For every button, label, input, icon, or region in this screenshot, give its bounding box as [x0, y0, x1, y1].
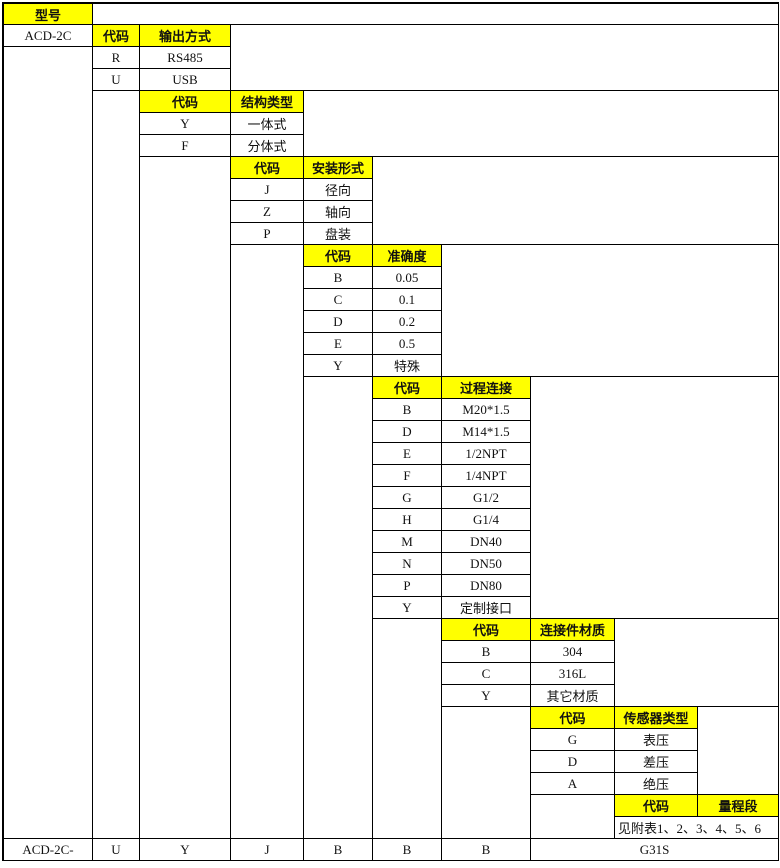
- section-header: 准确度: [372, 244, 442, 267]
- option-name: 其它材质: [530, 684, 615, 707]
- empty-cell: [139, 156, 231, 839]
- option-name: 特殊: [372, 354, 442, 377]
- section-header: 传感器类型: [614, 706, 698, 729]
- code-header: 代码: [614, 794, 698, 817]
- option-code: R: [92, 46, 140, 69]
- option-name: 316L: [530, 662, 615, 685]
- section-header: 安装形式: [303, 156, 373, 179]
- option-name: M14*1.5: [441, 420, 531, 443]
- option-name: 表压: [614, 728, 698, 751]
- option-name: 一体式: [230, 112, 304, 135]
- order-suffix: G31S: [530, 838, 779, 861]
- option-name: M20*1.5: [441, 398, 531, 421]
- option-name: DN80: [441, 574, 531, 597]
- option-name: DN50: [441, 552, 531, 575]
- section-header: 输出方式: [139, 24, 231, 47]
- option-name: 盘装: [303, 222, 373, 245]
- empty-cell: [230, 24, 779, 91]
- option-name: 0.5: [372, 332, 442, 355]
- option-code: E: [303, 332, 373, 355]
- order-prefix: ACD-2C-: [3, 838, 93, 861]
- range-note: 见附表1、2、3、4、5、6: [614, 816, 779, 839]
- option-code: Y: [139, 112, 231, 135]
- option-code: P: [372, 574, 442, 597]
- option-name: 轴向: [303, 200, 373, 223]
- option-code: B: [303, 266, 373, 289]
- order-code: J: [230, 838, 304, 861]
- section-header: 结构类型: [230, 90, 304, 113]
- option-name: USB: [139, 68, 231, 91]
- model-header: 型号: [3, 3, 93, 25]
- empty-cell: [372, 618, 442, 839]
- option-code: P: [230, 222, 304, 245]
- code-header: 代码: [441, 618, 531, 641]
- section-header: 量程段: [697, 794, 779, 817]
- option-name: 0.1: [372, 288, 442, 311]
- code-header: 代码: [139, 90, 231, 113]
- option-code: N: [372, 552, 442, 575]
- empty-cell: [92, 90, 140, 839]
- option-name: 304: [530, 640, 615, 663]
- option-code: B: [441, 640, 531, 663]
- code-header: 代码: [230, 156, 304, 179]
- empty-cell: [372, 156, 779, 245]
- option-code: C: [441, 662, 531, 685]
- option-name: 差压: [614, 750, 698, 773]
- option-name: 1/2NPT: [441, 442, 531, 465]
- option-code: U: [92, 68, 140, 91]
- empty-cell: [614, 618, 779, 707]
- option-code: Y: [303, 354, 373, 377]
- option-code: B: [372, 398, 442, 421]
- option-name: 径向: [303, 178, 373, 201]
- option-code: C: [303, 288, 373, 311]
- empty-cell: [441, 706, 531, 839]
- option-code: D: [303, 310, 373, 333]
- option-name: 0.05: [372, 266, 442, 289]
- option-code: D: [530, 750, 615, 773]
- empty-cell: [441, 244, 779, 377]
- option-code: G: [372, 486, 442, 509]
- option-code: F: [372, 464, 442, 487]
- option-code: D: [372, 420, 442, 443]
- code-header: 代码: [303, 244, 373, 267]
- option-name: G1/2: [441, 486, 531, 509]
- option-code: A: [530, 772, 615, 795]
- option-name: 绝压: [614, 772, 698, 795]
- option-name: G1/4: [441, 508, 531, 531]
- empty-cell: [3, 46, 93, 839]
- option-code: F: [139, 134, 231, 157]
- option-code: G: [530, 728, 615, 751]
- option-name: 1/4NPT: [441, 464, 531, 487]
- option-name: 分体式: [230, 134, 304, 157]
- code-header: 代码: [372, 376, 442, 399]
- empty-cell: [92, 3, 779, 25]
- order-code: B: [372, 838, 442, 861]
- section-header: 过程连接: [441, 376, 531, 399]
- model-name: ACD-2C: [3, 24, 93, 47]
- order-code: B: [441, 838, 531, 861]
- option-code: H: [372, 508, 442, 531]
- empty-cell: [303, 376, 373, 839]
- option-code: Z: [230, 200, 304, 223]
- code-header: 代码: [530, 706, 615, 729]
- option-code: Y: [441, 684, 531, 707]
- option-code: M: [372, 530, 442, 553]
- option-name: RS485: [139, 46, 231, 69]
- option-code: Y: [372, 596, 442, 619]
- option-code: E: [372, 442, 442, 465]
- order-code: B: [303, 838, 373, 861]
- option-name: DN40: [441, 530, 531, 553]
- code-header: 代码: [92, 24, 140, 47]
- empty-cell: [697, 706, 779, 795]
- option-code: J: [230, 178, 304, 201]
- empty-cell: [530, 794, 615, 839]
- empty-cell: [530, 376, 779, 619]
- option-name: 定制接口: [441, 596, 531, 619]
- order-code: Y: [139, 838, 231, 861]
- section-header: 连接件材质: [530, 618, 615, 641]
- empty-cell: [303, 90, 779, 157]
- order-code: U: [92, 838, 140, 861]
- empty-cell: [230, 244, 304, 839]
- option-name: 0.2: [372, 310, 442, 333]
